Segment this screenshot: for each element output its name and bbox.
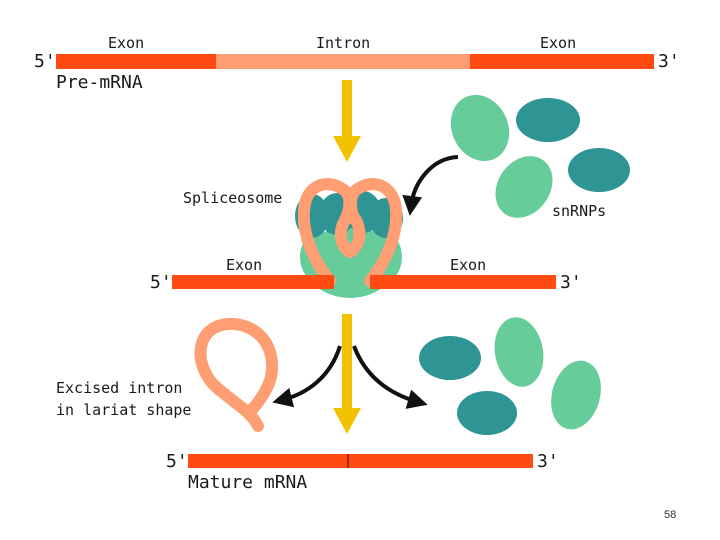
- bottom-exon-left-bar: [188, 454, 348, 468]
- top-exon-right-label: Exon: [540, 34, 576, 52]
- bottom-five-prime-label: 5': [166, 451, 188, 472]
- top-intron-label: Intron: [316, 34, 370, 52]
- spliceosome-complex: [295, 178, 403, 298]
- pre-mrna-label: Pre-mRNA: [56, 72, 143, 93]
- excised-intron-label-line2: in lariat shape: [56, 401, 191, 419]
- spliceosome-intron-loop: [297, 178, 403, 287]
- released-snrnp-dark-1: [419, 336, 481, 380]
- arrow-to-excised-intron: [272, 345, 342, 408]
- released-snrnp-dark-2: [457, 391, 517, 435]
- yellow-down-arrow-1: [333, 80, 361, 162]
- snrnps-label: snRNPs: [552, 202, 606, 220]
- arrow-to-released-snrnps: [352, 345, 428, 409]
- mid-exon-right-bar: [370, 275, 556, 289]
- bottom-exon-junction: [347, 454, 349, 468]
- snrnp-dark-2: [568, 148, 630, 192]
- mid-exon-left-label: Exon: [226, 256, 262, 274]
- snrnp-light-1: [450, 94, 510, 162]
- excised-intron-lariat: [194, 318, 279, 432]
- bottom-exon-right-bar: [349, 454, 533, 468]
- spliceosome-label: Spliceosome: [183, 189, 282, 207]
- bottom-three-prime-label: 3': [537, 451, 559, 472]
- mature-mrna-label: Mature mRNA: [188, 472, 307, 493]
- mid-three-prime-label: 3': [560, 272, 582, 293]
- curved-arrow-snrnps-to-spliceosome: [402, 155, 459, 216]
- page-number: 58: [664, 509, 676, 521]
- snrnp-light-2: [495, 156, 553, 218]
- released-snrnp-light-2: [551, 360, 601, 430]
- released-snrnp-light-1: [494, 317, 544, 387]
- top-exon-right-bar: [470, 54, 654, 69]
- mid-five-prime-label: 5': [150, 272, 172, 293]
- snrnps-cluster-top: [450, 94, 630, 218]
- mid-exon-left-bar: [172, 275, 334, 289]
- yellow-down-arrow-2: [333, 314, 361, 434]
- top-three-prime-label: 3': [658, 51, 680, 72]
- snrnp-dark-1: [516, 98, 580, 142]
- top-exon-left-bar: [56, 54, 216, 69]
- excised-intron-label-line1: Excised intron: [56, 379, 182, 397]
- top-intron-bar: [216, 54, 470, 69]
- mid-exon-right-label: Exon: [450, 256, 486, 274]
- snrnps-cluster-released: [419, 317, 601, 435]
- top-five-prime-label: 5': [34, 51, 56, 72]
- top-exon-left-label: Exon: [108, 34, 144, 52]
